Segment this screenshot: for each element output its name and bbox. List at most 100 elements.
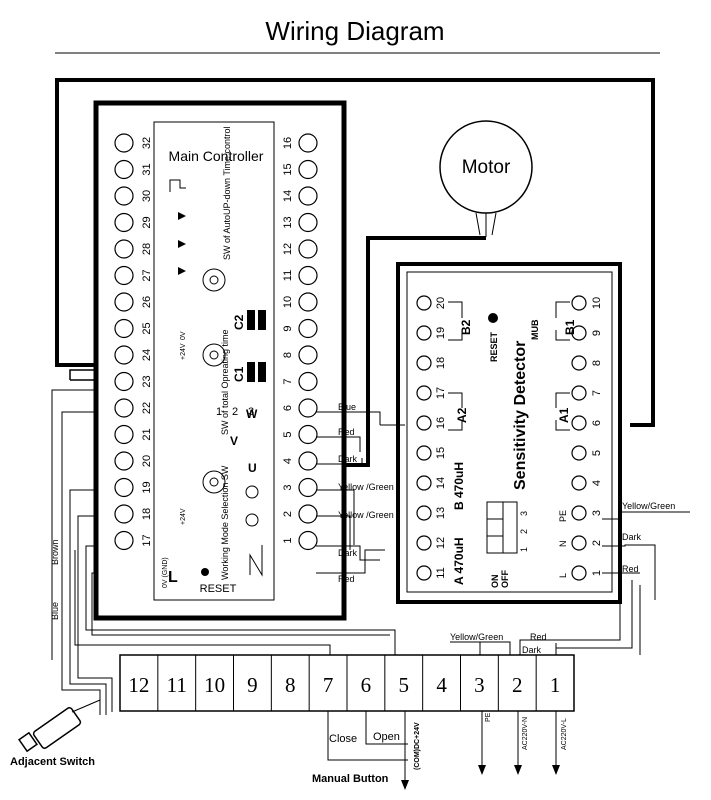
sd-right-pin-terminal xyxy=(571,505,587,521)
mode-number-2: 2 xyxy=(232,406,238,418)
relay-symbol xyxy=(169,179,186,192)
adjacent-switch-wires xyxy=(51,389,396,715)
dip-num-3: 3 xyxy=(519,511,529,516)
sw-working-mode-label: Working Mode Selection SW xyxy=(220,465,230,580)
sd-left-pin-number: 20 xyxy=(435,297,447,309)
sd-right-pin-number: 4 xyxy=(591,480,603,486)
mc-left-pin-terminal xyxy=(114,371,134,392)
sd-left-pin-terminal xyxy=(416,295,432,311)
letter-n-symbol xyxy=(249,545,263,577)
dip-on-label: ON xyxy=(490,575,500,589)
terminal-number: 6 xyxy=(361,673,372,697)
mc-right-pin-number: 8 xyxy=(282,352,294,358)
sd-left-pin-terminal xyxy=(416,355,432,371)
mc-left-pin-terminal xyxy=(114,318,134,339)
sd-right-pin-number: 5 xyxy=(591,450,603,456)
sd-pe-label: PE xyxy=(558,510,568,522)
sd-right-pin-number: 3 xyxy=(591,510,603,516)
relay-a1-label: A1 xyxy=(557,407,571,423)
sd-left-pin-number: 18 xyxy=(435,357,447,369)
mc-right-pin-number: 13 xyxy=(282,216,294,228)
sd-left-pin-terminal xyxy=(416,415,432,431)
mc-right-pin-number: 15 xyxy=(282,163,294,175)
mc-left-pin-number: 26 xyxy=(141,296,153,308)
terminal-number: 7 xyxy=(323,673,334,697)
wire-label-dark-bottom: Dark xyxy=(338,548,358,558)
mc-right-pin-number: 1 xyxy=(282,537,294,543)
sd-left-pin-number: 17 xyxy=(435,387,447,399)
mc-left-pin-terminal xyxy=(114,451,134,471)
mc-right-pin-terminal xyxy=(298,398,318,418)
terminal-number: 4 xyxy=(436,673,447,697)
mc-left-pin-terminal xyxy=(114,212,134,233)
wire-label-yg-bottom: Yellow /Green xyxy=(338,510,394,520)
arrow-down-icon xyxy=(178,240,186,248)
sensitivity-detector-panel xyxy=(406,271,613,593)
mc-left-pin-terminal xyxy=(114,159,134,180)
relay-b1-bracket xyxy=(555,301,570,341)
sw-time-control-label: SW of AutoUP-down Time control xyxy=(222,126,232,260)
sd-right-pin-number: 6 xyxy=(591,420,603,426)
dip-switch[interactable] xyxy=(486,501,518,554)
sd-right-pin-terminal xyxy=(571,295,587,311)
controller-to-detector-wires xyxy=(316,411,405,574)
wire-label-red-right: Red xyxy=(622,564,639,574)
wire-label-dark-top: Dark xyxy=(338,454,358,464)
down-arrow-icon xyxy=(401,780,409,790)
capacitor-c1-label: C1 xyxy=(232,366,246,382)
motor-leads xyxy=(475,212,497,237)
relay-a1-bracket xyxy=(555,392,570,431)
main-controller-pins: 3231302928272625242322212019181716151413… xyxy=(114,133,318,551)
mc-right-pin-number: 16 xyxy=(282,137,294,149)
sd-left-pin-terminal xyxy=(416,505,432,521)
mc-left-pin-terminal xyxy=(114,477,134,498)
sd-right-pin-terminal xyxy=(571,355,587,371)
terminal-number: 3 xyxy=(474,673,485,697)
sd-right-pin-number: 1 xyxy=(591,570,603,576)
mc-right-pin-number: 14 xyxy=(282,190,294,202)
wire-label-dark-right: Dark xyxy=(622,532,642,542)
sd-left-pin-number: 14 xyxy=(435,477,447,489)
mc-left-pin-number: 18 xyxy=(141,508,153,520)
sd-right-pin-terminal xyxy=(571,445,587,461)
mc-left-pin-terminal xyxy=(114,424,134,445)
wire-label-red-bus: Red xyxy=(530,632,547,642)
mc-left-pin-number: 19 xyxy=(141,481,153,493)
sd-left-pin-number: 11 xyxy=(435,567,447,578)
mc-left-pin-number: 25 xyxy=(141,322,153,334)
mc-reset-label: RESET xyxy=(200,583,237,595)
motor-label: Motor xyxy=(462,157,511,178)
terminal-number: 11 xyxy=(167,673,187,697)
terminal-number: 10 xyxy=(204,673,225,697)
dip-off-label: OFF xyxy=(500,570,510,588)
arrow-up-icon xyxy=(178,212,186,220)
mc-right-pin-number: 12 xyxy=(282,243,294,255)
left-connector-bracket xyxy=(69,369,95,381)
wire-label-red-bottom: Red xyxy=(338,574,355,584)
wire-label-red-top: Red xyxy=(338,427,355,437)
mc-left-pin-number: 28 xyxy=(141,243,153,255)
wire-label-blue: Blue xyxy=(338,402,356,412)
mc-left-pin-terminal xyxy=(114,292,134,312)
sd-left-pin-terminal xyxy=(416,535,432,551)
sw-operating-time-label: SW of total Opreating time xyxy=(220,329,230,435)
sd-left-pin-terminal xyxy=(416,385,432,401)
sw-operating-time: SW of total Opreating time xyxy=(202,329,230,435)
mc-reset-dot[interactable] xyxy=(201,568,209,576)
power-arrows xyxy=(478,711,560,775)
adjacent-switch-label: Adjacent Switch xyxy=(10,756,95,768)
sd-left-pin-number: 15 xyxy=(435,447,447,459)
relay-a2-bracket xyxy=(448,392,463,431)
relay-b2-bracket xyxy=(448,301,463,341)
mode-number-3: 3 xyxy=(248,406,254,418)
sd-reset-dot[interactable] xyxy=(488,313,498,323)
mc-left-pin-terminal xyxy=(114,133,134,153)
mc-right-pin-terminal xyxy=(298,292,318,312)
mc-left-pin-number: 21 xyxy=(141,428,153,440)
sd-right-pin-number: 7 xyxy=(591,390,603,396)
mc-right-pin-terminal xyxy=(298,239,318,259)
sd-left-pin-terminal xyxy=(416,325,432,341)
